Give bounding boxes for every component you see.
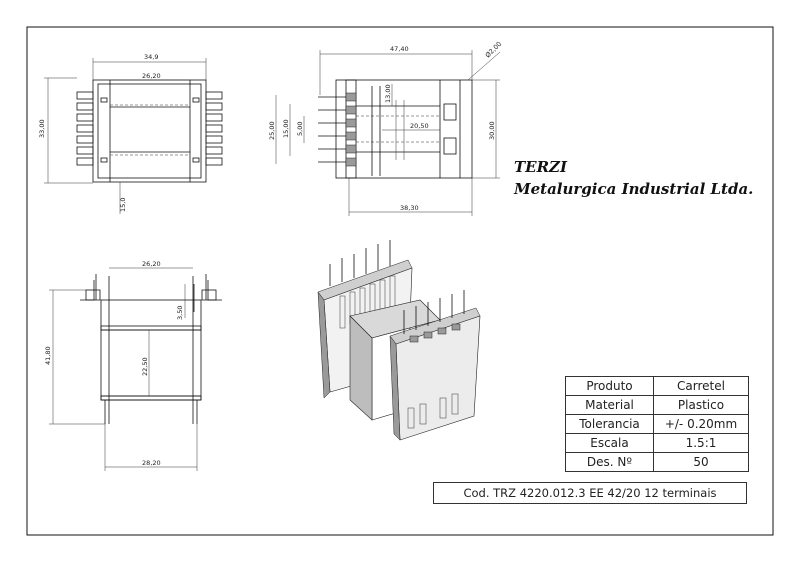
front-left-pins [76,91,94,166]
dim-front-height: 33,00 [38,119,46,138]
view-side: 47,40 Ø2,00 25,00 15,00 5,00 13,00 20,50… [268,40,503,216]
dim-front-overall-width: 34,9 [144,53,158,61]
title-row-escala: Escala 1.5:1 [565,433,749,453]
title-row-produto: Produto Carretel [565,376,749,396]
title-row-desenho: Des. Nº 50 [565,452,749,472]
dim-side-diameter: Ø2,00 [484,40,504,60]
dim-top-bottom-width: 28,20 [142,459,161,467]
dim-side-h15: 15,00 [282,119,290,138]
title-value: Plastico [653,395,749,415]
title-label: Produto [565,376,654,396]
title-label: Escala [565,433,654,453]
title-value: 50 [653,452,749,472]
dim-side-h30: 30,00 [488,121,496,140]
dim-top-inner-height: 22,50 [141,357,149,376]
company-name: TERZI [514,158,568,176]
title-label: Des. Nº [565,452,654,472]
dim-front-bottom: 15,0 [119,198,127,212]
dim-side-overall-width: 47,40 [390,45,409,53]
dim-front-inner-width: 26,20 [142,72,161,80]
title-value: 1.5:1 [653,433,749,453]
title-value: +/- 0.20mm [653,414,749,434]
title-row-tolerancia: Tolerancia +/- 0.20mm [565,414,749,434]
dim-side-h25: 25,00 [268,121,276,140]
view-top: 26,20 3,50 41,80 22,50 28,20 [44,260,222,471]
view-isometric [317,240,481,441]
iso-back-pins [329,240,391,286]
title-block: Produto Carretel Material Plastico Toler… [565,376,749,472]
title-label: Tolerancia [565,414,654,434]
iso-front-pins [403,290,465,343]
dim-top-inner-width: 26,20 [142,260,161,268]
dim-top-pin: 3,50 [176,306,184,320]
drawing-border [26,26,774,536]
title-label: Material [565,395,654,415]
dim-side-h5: 5,00 [296,122,304,136]
title-row-material: Material Plastico [565,395,749,415]
title-value: Carretel [653,376,749,396]
dim-side-h13: 13,00 [384,84,392,103]
front-right-pins [205,91,223,166]
dim-top-height: 41,80 [44,346,52,365]
part-code: Cod. TRZ 4220.012.3 EE 42/20 12 terminai… [433,482,747,504]
company-subtitle: Metalurgica Industrial Ltda. [514,180,754,198]
view-front: 34,9 26,20 33,00 15,0 [38,53,223,214]
dim-side-w38: 38,30 [400,204,419,212]
dim-side-w20: 20,50 [410,122,429,130]
side-pins [318,92,357,167]
